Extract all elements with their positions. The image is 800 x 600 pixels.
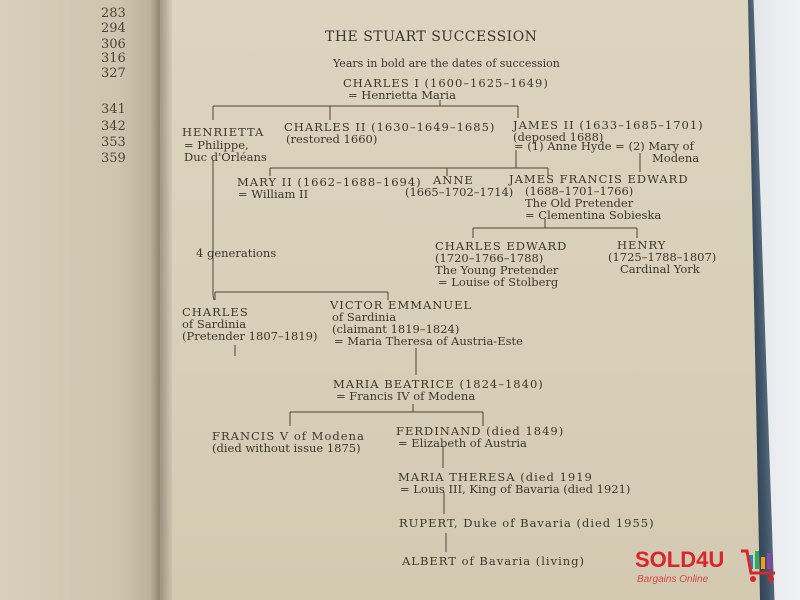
- person-charles-i: CHARLES I (1600–1625–1649): [343, 76, 549, 90]
- person-rupert: RUPERT, Duke of Bavaria (died 1955): [399, 516, 655, 530]
- victor-of: of Sardinia: [332, 310, 397, 324]
- spouse-elizabeth: = Elizabeth of Austria: [398, 436, 527, 450]
- tree-line: [212, 294, 215, 301]
- watermark-tagline: Bargains Online: [637, 574, 709, 585]
- person-charles-sardinia: CHARLES: [182, 305, 249, 319]
- person-anne: ANNE: [433, 173, 474, 187]
- page-number: 306: [101, 37, 126, 52]
- ce-note: The Young Pretender: [435, 263, 559, 277]
- watermark-brand: SOLD4U: [635, 547, 725, 572]
- james-ii-spouses: = (1) Anne Hyde = (2) Mary of: [514, 139, 694, 153]
- charles-ii-note: (restored 1660): [286, 132, 378, 146]
- page-number: 342: [101, 119, 126, 134]
- charles-sardinia-note: (Pretender 1807–1819): [182, 329, 318, 343]
- james-ii-spouse-modena: Modena: [652, 151, 700, 165]
- person-victor-emmanuel: VICTOR EMMANUEL: [330, 298, 473, 312]
- spouse-francis-iv: = Francis IV of Modena: [336, 389, 476, 403]
- person-charles-edward: CHARLES EDWARD: [435, 239, 568, 253]
- person-ferdinand: FERDINAND (died 1849): [396, 424, 565, 438]
- spouse-william: = William II: [238, 187, 309, 201]
- page-number: 341: [101, 102, 126, 117]
- page-number: 353: [101, 135, 126, 150]
- spouse-clementina: = Clementina Sobieska: [525, 208, 662, 222]
- spouse-philippe: = Philippe,: [184, 138, 249, 152]
- victor-note: (claimant 1819–1824): [332, 322, 460, 336]
- james-ii-note: (deposed 1688): [513, 130, 604, 144]
- spouse-louis-iii: = Louis III, King of Bavaria (died 1921): [400, 482, 631, 496]
- page-number: 316: [101, 51, 126, 66]
- francis-note: (died without issue 1875): [212, 441, 361, 455]
- book-gutter: [150, 0, 172, 600]
- person-henrietta: HENRIETTA: [182, 125, 265, 139]
- spouse-louise: = Louise of Stolberg: [438, 275, 559, 289]
- person-albert: ALBERT of Bavaria (living): [402, 554, 586, 568]
- person-james-francis-edward: JAMES FRANCIS EDWARD: [509, 172, 689, 186]
- anne-dates: (1665–1702–1714): [405, 185, 514, 199]
- right-page: [160, 0, 760, 600]
- spouse-philippe-title: Duc d'Orléans: [184, 150, 267, 164]
- spouse-henrietta-maria: = Henrietta Maria: [348, 88, 456, 102]
- page-number: 327: [101, 66, 126, 81]
- henry-dates: (1725–1788–1807): [608, 250, 717, 264]
- person-james-ii: JAMES II (1633–1685–1701): [513, 118, 704, 132]
- generations-label: 4 generations: [196, 246, 277, 260]
- watermark-logo: SOLD4U Bargains Online: [635, 547, 795, 597]
- person-maria-theresa: MARIA THERESA (died 1919: [398, 470, 593, 484]
- person-mary-ii: MARY II (1662–1688–1694): [237, 175, 422, 189]
- chart-title: THE STUART SUCCESSION: [325, 29, 538, 45]
- page-number: 294: [101, 21, 126, 36]
- page-number: 359: [101, 151, 126, 166]
- left-page: 283 294 306 316 327 341 342 353 359: [0, 0, 170, 600]
- charles-sardinia-of: of Sardinia: [182, 317, 247, 331]
- chart-note: Years in bold are the dates of successio…: [333, 57, 560, 70]
- person-henry: HENRY: [617, 238, 667, 252]
- jfe-dates: (1688–1701–1766): [525, 184, 634, 198]
- jfe-note: The Old Pretender: [525, 196, 634, 210]
- spouse-maria-theresa-este: = Maria Theresa of Austria-Este: [334, 334, 523, 348]
- person-charles-ii: CHARLES II (1630–1649–1685): [284, 120, 496, 134]
- page-number: 283: [101, 6, 126, 21]
- ce-dates: (1720–1766–1788): [435, 251, 544, 265]
- henry-note: Cardinal York: [620, 262, 700, 276]
- person-francis-v: FRANCIS V of Modena: [212, 429, 365, 443]
- person-maria-beatrice: MARIA BEATRICE (1824–1840): [333, 377, 544, 391]
- shopping-cart-icon: [741, 549, 775, 582]
